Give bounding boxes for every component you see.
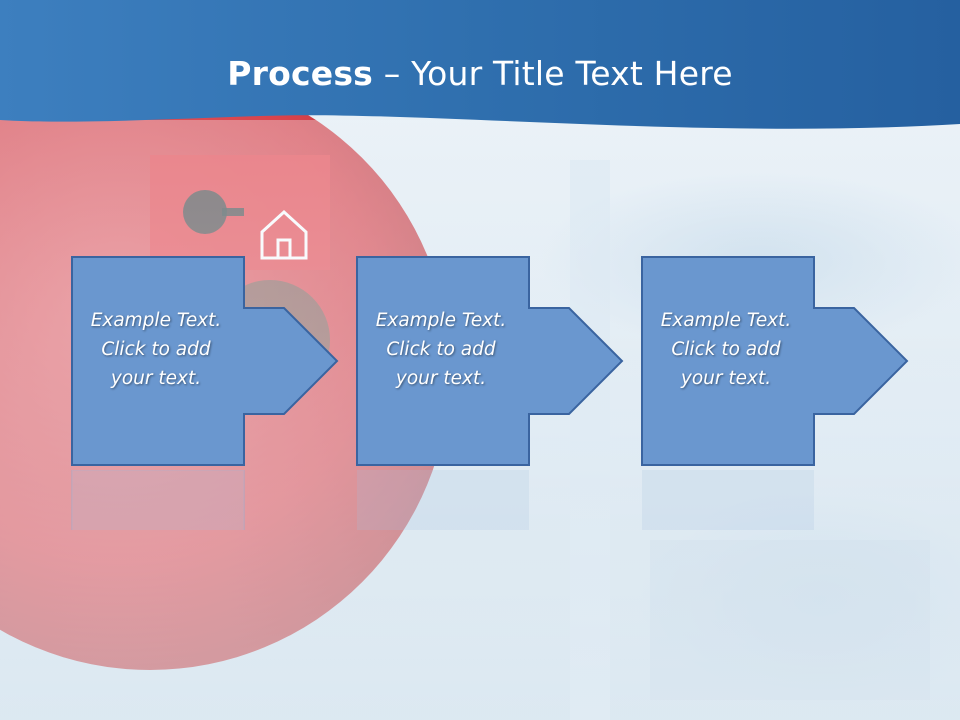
- arrow-box-shape: [356, 256, 624, 466]
- step-text: Example Text. Click to add your text.: [375, 310, 507, 389]
- title-bold: Process: [227, 54, 374, 93]
- step-1-reflection: [71, 469, 351, 550]
- process-step-1[interactable]: Example Text. Click to add your text.: [71, 256, 351, 468]
- process-step-2[interactable]: Example Text. Click to add your text.: [356, 256, 636, 468]
- step-text: Example Text. Click to add your text.: [660, 310, 792, 389]
- arrow-box-shape: [71, 256, 339, 466]
- header-band: [0, 0, 960, 129]
- slide-title[interactable]: Process – Your Title Text Here: [0, 52, 960, 96]
- title-rest: – Your Title Text Here: [373, 54, 733, 93]
- process-step-3[interactable]: Example Text. Click to add your text.: [641, 256, 921, 468]
- step-3-reflection: [641, 470, 921, 550]
- arrow-box-shape: [641, 256, 909, 466]
- step-text: Example Text. Click to add your text.: [90, 310, 222, 389]
- step-2-reflection: [356, 470, 636, 550]
